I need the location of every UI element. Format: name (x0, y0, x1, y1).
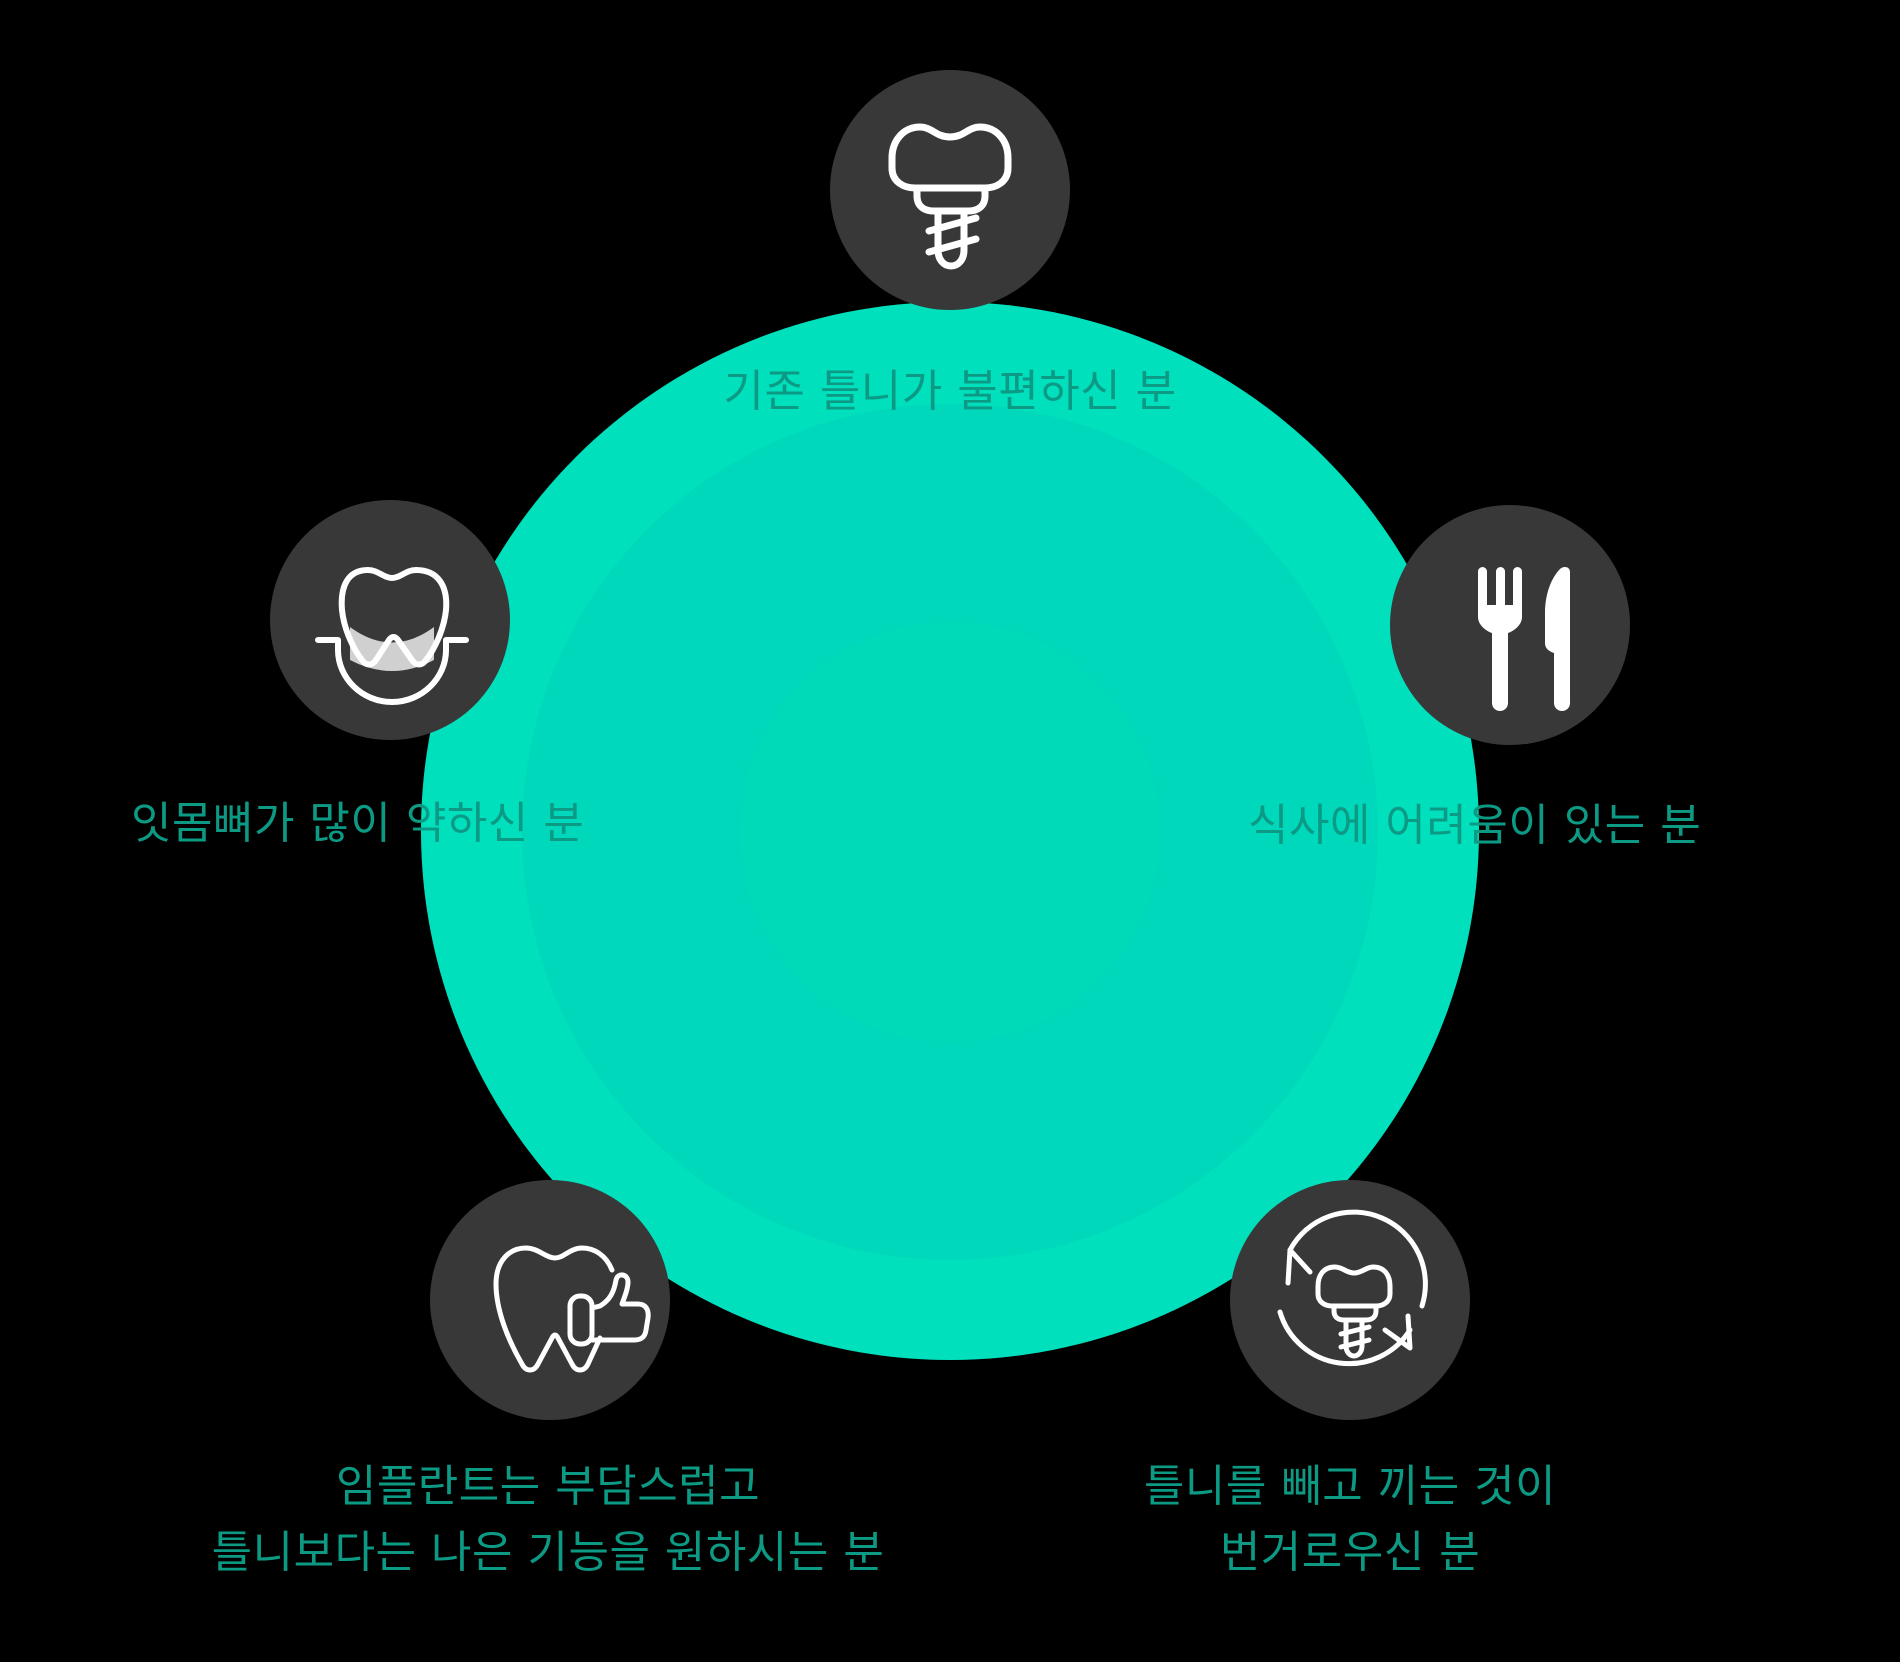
node-left-label: 잇몸뼈가 많이 약하신 분 (131, 791, 584, 857)
label-line: 틀니보다는 나은 기능을 원하시는 분 (211, 1527, 885, 1578)
node-right-icon-circle (1390, 505, 1630, 745)
tooth-thumbs-up-icon (493, 1245, 651, 1373)
label-line: 잇몸뼈가 많이 약하신 분 (131, 798, 585, 849)
label-line: 기존 틀니가 불편하신 분 (723, 366, 1177, 417)
label-line: 임플란트는 부담스럽고 (335, 1461, 761, 1512)
implant-refresh-icon (1277, 1209, 1428, 1367)
label-line: 식사에 어려움이 있는 분 (1248, 800, 1702, 851)
fork-knife-icon (1478, 567, 1570, 711)
node-left-icon-circle (270, 500, 510, 740)
tooth-gum-bone-loss-icon (315, 567, 469, 705)
node-top-icon-circle (830, 70, 1070, 310)
node-bottom-left-label: 임플란트는 부담스럽고 틀니보다는 나은 기능을 원하시는 분 (212, 1454, 885, 1586)
node-bottom-right-label: 틀니를 빼고 끼는 것이 번거로우신 분 (1144, 1454, 1556, 1586)
node-bottom-left-icon-circle (430, 1180, 670, 1420)
node-bottom-right-icon-circle (1230, 1180, 1470, 1420)
label-line: 틀니를 빼고 끼는 것이 (1143, 1461, 1557, 1512)
node-right-label: 식사에 어려움이 있는 분 (1248, 793, 1701, 859)
node-top-label: 기존 틀니가 불편하신 분 (723, 359, 1176, 425)
dental-implant-icon (888, 123, 1012, 270)
core-circle (740, 622, 1160, 1042)
label-line: 번거로우신 분 (1219, 1527, 1481, 1578)
